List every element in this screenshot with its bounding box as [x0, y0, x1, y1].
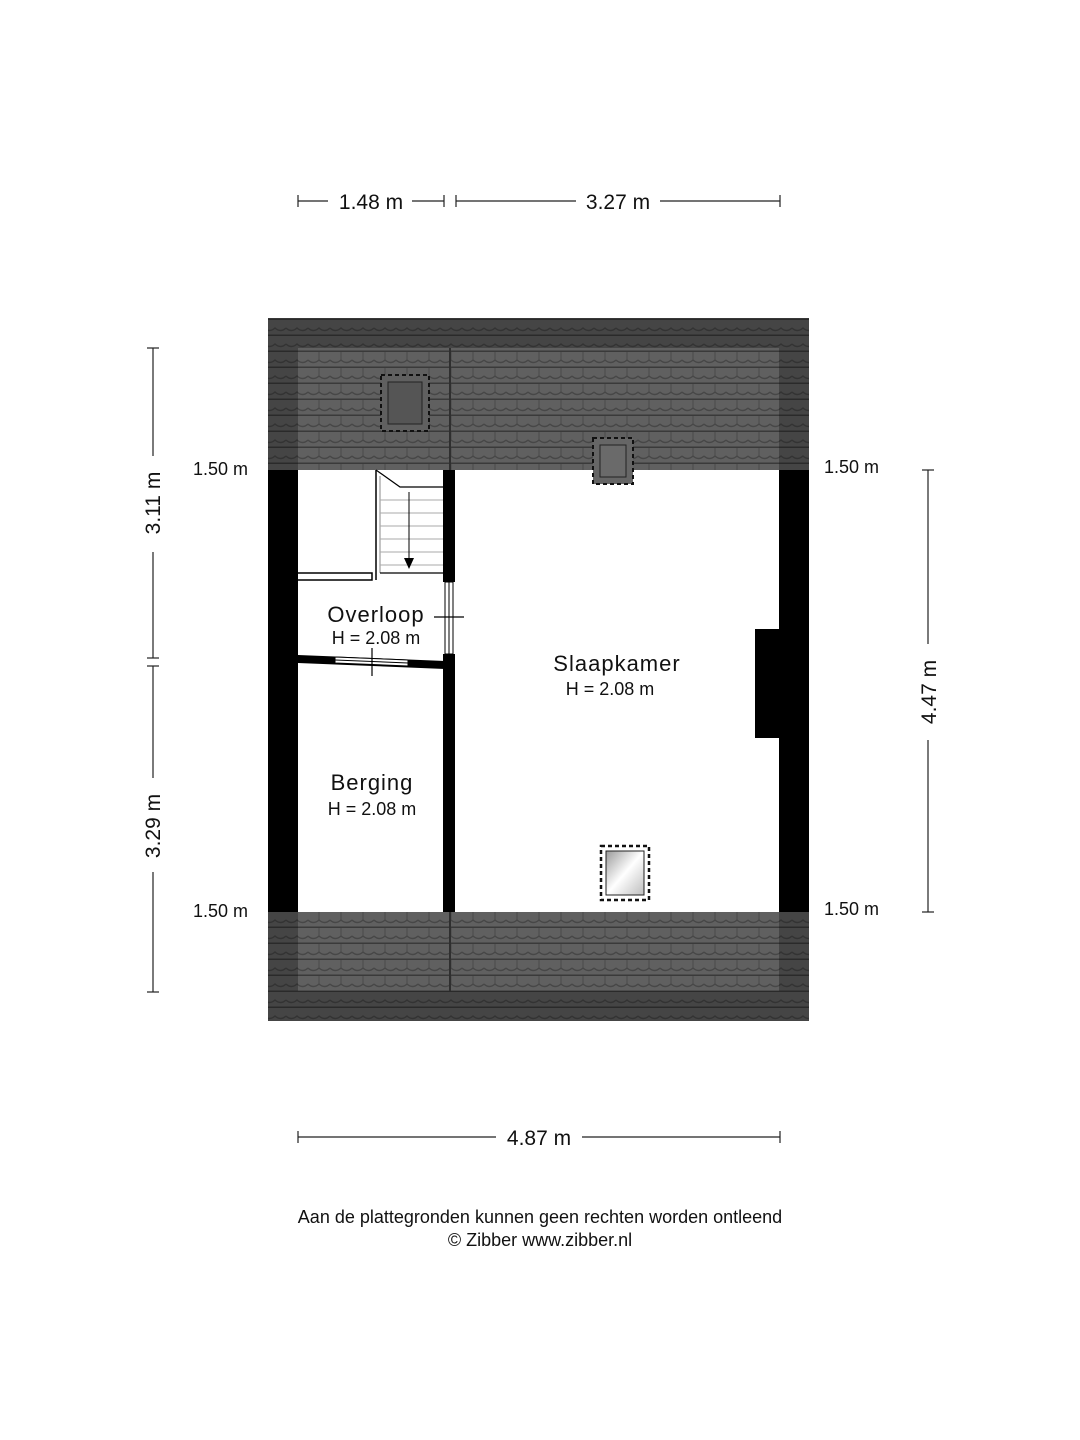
door-berging	[334, 648, 409, 676]
wall-left	[268, 470, 298, 912]
dimension-top-left: 1.48 m	[297, 191, 445, 214]
staircase	[298, 469, 443, 581]
stair-down-arrow-icon	[404, 558, 414, 569]
skylight-bottom	[599, 844, 651, 902]
height-label-right-bottom: 1.50 m	[824, 899, 879, 919]
height-label-right-top: 1.50 m	[824, 457, 879, 477]
skylight-top-center	[592, 437, 634, 485]
room-name-berging: Berging	[331, 770, 414, 795]
dimension-right: 4.47 m	[918, 469, 941, 913]
floor-area	[268, 470, 809, 912]
skylight-top-left	[380, 374, 430, 432]
footer-disclaimer: Aan de plattegronden kunnen geen rechten…	[297, 1207, 783, 1227]
dim-label-bottom: 4.87 m	[507, 1127, 571, 1150]
room-berging: Berging H = 2.08 m	[328, 770, 417, 819]
room-height-slaapkamer: H = 2.08 m	[566, 679, 655, 699]
dim-label-left-lower: 3.29 m	[142, 794, 165, 858]
dim-label-left-upper: 3.11 m	[142, 472, 165, 535]
dimension-left-lower: 3.29 m	[142, 665, 165, 993]
footer-credit: © Zibber www.zibber.nl	[447, 1230, 633, 1250]
room-slaapkamer: Slaapkamer H = 2.08 m	[553, 651, 680, 699]
door-slaapkamer	[434, 581, 464, 655]
dim-label-top-left: 1.48 m	[339, 191, 403, 214]
dim-label-top-right: 3.27 m	[586, 191, 650, 214]
dimension-left-upper: 3.11 m	[142, 347, 165, 659]
chimney-block	[755, 629, 781, 738]
height-label-left-top: 1.50 m	[193, 459, 248, 479]
partition-wall-lower	[443, 654, 455, 912]
height-label-left-bottom: 1.50 m	[193, 901, 248, 921]
room-name-overloop: Overloop	[327, 602, 424, 627]
dimension-top-right: 3.27 m	[455, 191, 781, 214]
dimension-bottom: 4.87 m	[297, 1127, 781, 1150]
room-name-slaapkamer: Slaapkamer	[553, 651, 680, 676]
room-height-overloop: H = 2.08 m	[332, 628, 421, 648]
dim-label-right: 4.47 m	[918, 660, 941, 724]
partition-wall-upper	[443, 470, 455, 582]
room-overloop: Overloop H = 2.08 m	[327, 602, 424, 648]
room-height-berging: H = 2.08 m	[328, 799, 417, 819]
wall-right	[779, 470, 809, 912]
